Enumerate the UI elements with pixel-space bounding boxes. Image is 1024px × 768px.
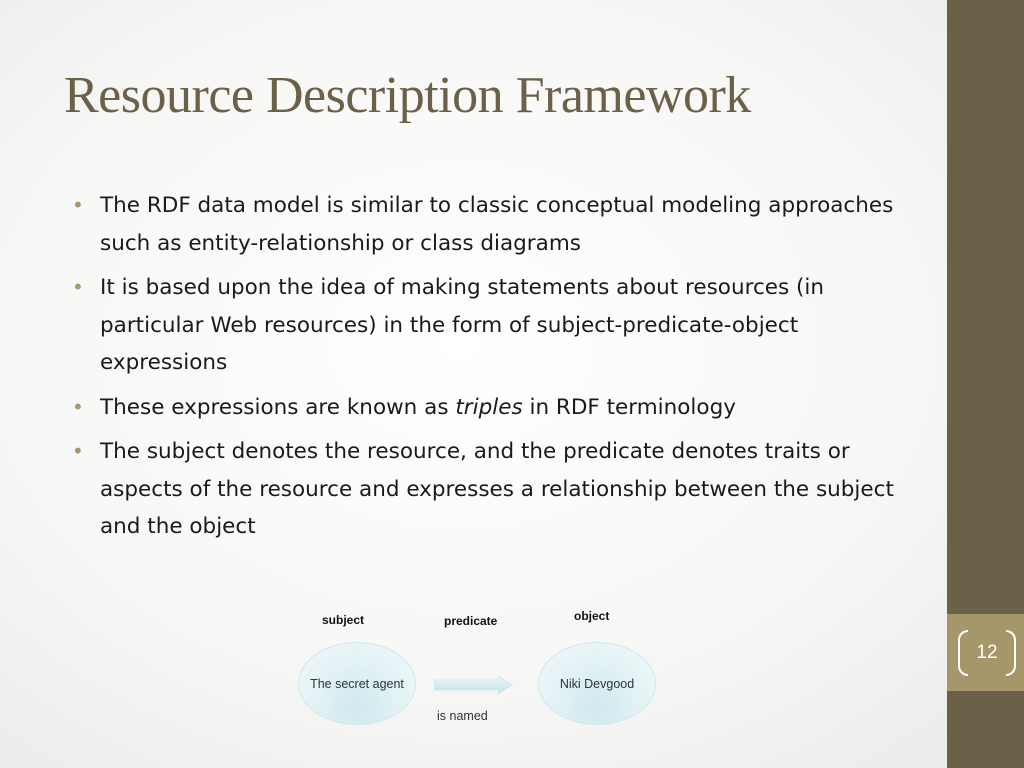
object-node-text: Niki Devgood <box>559 676 635 691</box>
predicate-arrow-icon <box>434 676 513 694</box>
page-number: 12 <box>976 642 998 663</box>
page-number-frame: 12 <box>958 630 1016 676</box>
predicate-label: predicate <box>444 614 498 628</box>
subject-node: The secret agent <box>298 642 416 725</box>
left-bracket-icon <box>958 630 968 676</box>
bullet-dot-icon: • <box>72 275 84 299</box>
bullet-italic-term: triples <box>455 394 523 420</box>
bullet-item: •These expressions are known as triples … <box>72 389 912 427</box>
bullet-list: • The RDF data model is similar to classi… <box>72 187 912 553</box>
bullet-text: It is based upon the idea of making stat… <box>100 275 825 375</box>
bullet-dot-icon: • <box>72 394 84 419</box>
rdf-triple-diagram: subject predicate object The secret agen… <box>290 600 670 740</box>
object-label: object <box>574 609 610 623</box>
predicate-text: is named <box>437 709 488 723</box>
bullet-text: The subject denotes the resource, and th… <box>100 439 894 539</box>
bullet-item: • It is based upon the idea of making sta… <box>72 269 912 382</box>
bullet-item: • The RDF data model is similar to classi… <box>72 187 912 262</box>
bullet-text-end: in RDF terminology <box>522 394 736 420</box>
object-node: Niki Devgood <box>538 642 656 725</box>
bullet-dot-icon: • <box>72 439 84 463</box>
subject-node-text: The secret agent <box>310 676 404 691</box>
bullet-dot-icon: • <box>72 193 84 217</box>
bullet-item: • The subject denotes the resource, and t… <box>72 433 912 546</box>
bullet-text: The RDF data model is similar to classic… <box>100 193 894 256</box>
slide-title: Resource Description Framework <box>64 67 751 124</box>
subject-label: subject <box>322 613 365 627</box>
bullet-text: These expressions are known as <box>100 394 456 420</box>
